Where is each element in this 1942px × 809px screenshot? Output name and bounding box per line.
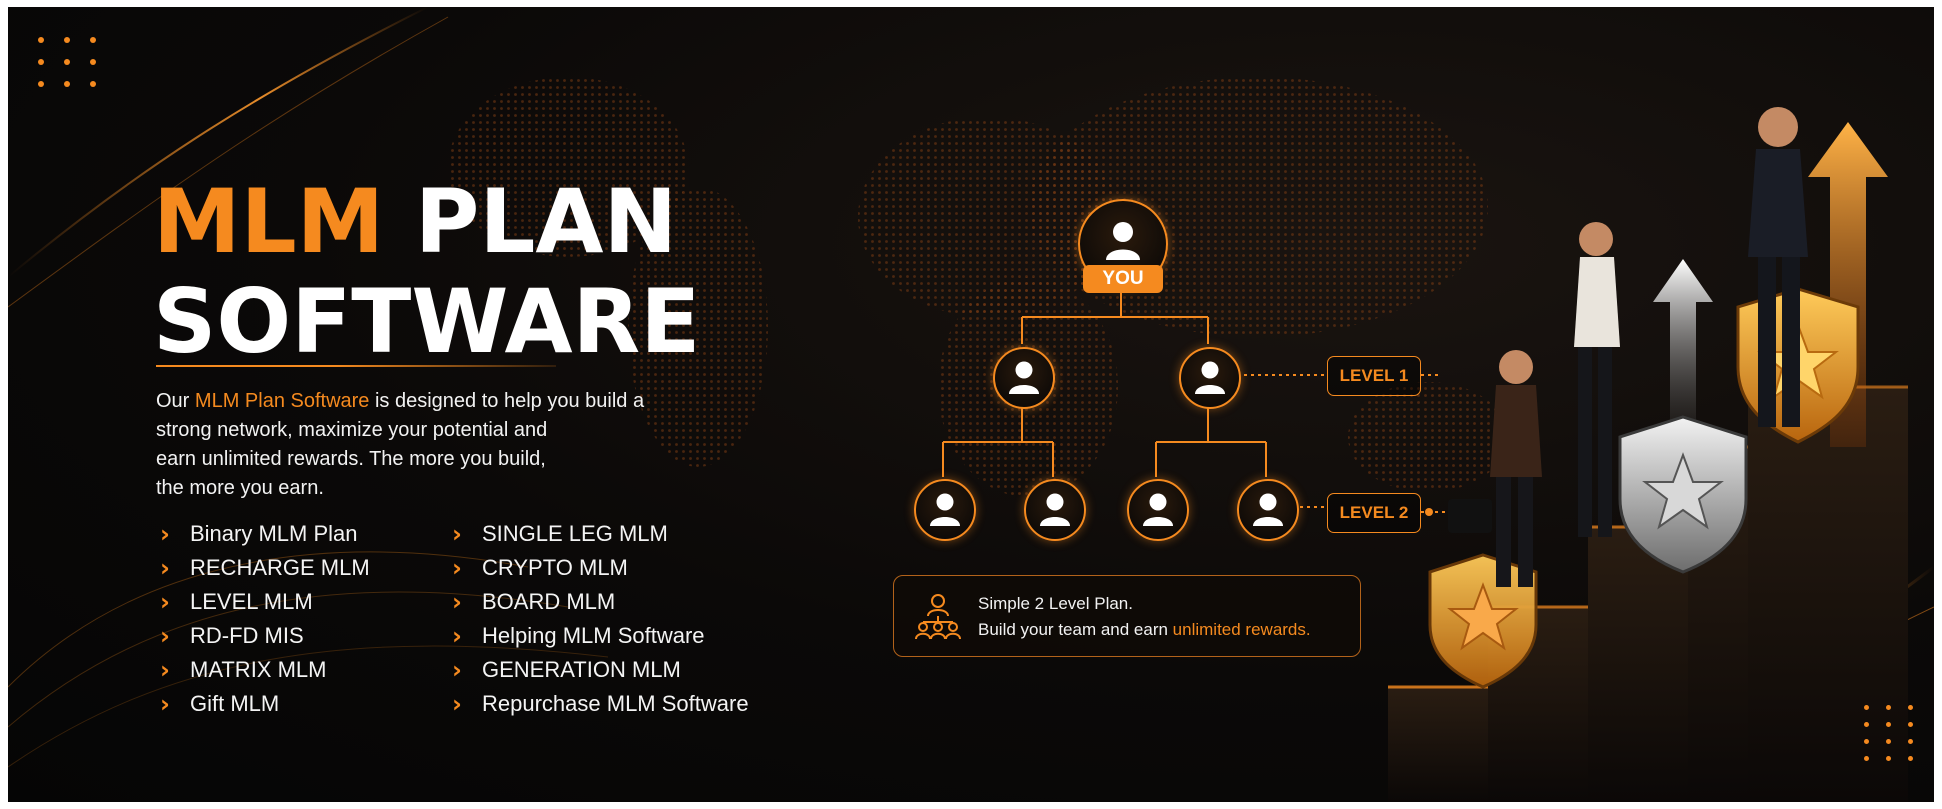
info-line2: Build your team and earn unlimited rewar… <box>978 620 1311 640</box>
chevron-right-icon: › <box>160 588 170 616</box>
tree-node-level2 <box>1024 479 1086 541</box>
plan-label: MATRIX MLM <box>190 657 327 682</box>
arrow-up-icon <box>1808 122 1888 447</box>
user-icon <box>1195 361 1225 394</box>
tree-node-level2 <box>914 479 976 541</box>
description-highlight: MLM Plan Software <box>194 390 370 412</box>
info-box: Simple 2 Level Plan. Build your team and… <box>893 575 1361 657</box>
staircase <box>1388 385 1908 802</box>
tree-connectors <box>942 293 1448 513</box>
list-item: › CRYPTO MLM <box>452 551 749 585</box>
plan-label: SINGLE LEG MLM <box>482 521 668 546</box>
list-item: › BOARD MLM <box>452 585 749 619</box>
businessman-briefcase-figure <box>1448 350 1542 587</box>
user-icon <box>1040 493 1070 526</box>
description-line2: strong network, maximize your potential … <box>156 419 548 441</box>
businessman-figure <box>1748 107 1808 427</box>
plan-label: CRYPTO MLM <box>482 555 628 580</box>
list-item: › RD-FD MIS <box>160 619 370 653</box>
title-line1: PLAN <box>414 170 678 273</box>
plan-label: BOARD MLM <box>482 589 616 614</box>
user-icon <box>1143 493 1173 526</box>
info-line1: Simple 2 Level Plan. <box>978 594 1133 613</box>
tree-node-level2 <box>1127 479 1189 541</box>
tree-node-level2 <box>1237 479 1299 541</box>
banner: MLM PLAN SOFTWARE Our MLM Plan Software … <box>8 7 1934 802</box>
chevron-right-icon: › <box>452 520 462 548</box>
chevron-right-icon: › <box>160 554 170 582</box>
user-icon <box>1253 493 1283 526</box>
bronze-shield-icon <box>1428 553 1538 689</box>
list-item: › SINGLE LEG MLM <box>452 517 749 551</box>
list-item: › MATRIX MLM <box>160 653 370 687</box>
list-item: › RECHARGE MLM <box>160 551 370 585</box>
user-icon <box>1009 361 1039 394</box>
description: Our MLM Plan Software is designed to hel… <box>156 387 716 503</box>
description-line3: earn unlimited rewards. The more you bui… <box>156 448 546 470</box>
page-title: MLM PLAN SOFTWARE <box>153 172 700 372</box>
title-accent: MLM <box>153 170 385 273</box>
list-item: › Helping MLM Software <box>452 619 749 653</box>
info-line2-highlight: unlimited rewards. <box>1172 620 1311 639</box>
list-item: › LEVEL MLM <box>160 585 370 619</box>
chevron-right-icon: › <box>160 520 170 548</box>
plan-label: RD-FD MIS <box>190 623 304 648</box>
plan-label: Repurchase MLM Software <box>482 691 749 716</box>
description-line1: is designed to help you build a <box>369 390 645 412</box>
title-line2: SOFTWARE <box>153 270 701 373</box>
description-line4: the more you earn. <box>156 477 324 499</box>
plan-label: Gift MLM <box>190 691 280 716</box>
user-icon <box>930 493 960 526</box>
plan-list-left: › Binary MLM Plan › RECHARGE MLM › LEVEL ML… <box>160 517 370 721</box>
list-item: › GENERATION MLM <box>452 653 749 687</box>
plan-label: Binary MLM Plan <box>190 521 358 546</box>
chevron-right-icon: › <box>160 656 170 684</box>
tree-node-level1 <box>1179 347 1241 409</box>
you-label: YOU <box>1083 265 1163 293</box>
chevron-right-icon: › <box>452 554 462 582</box>
title-underline <box>156 365 556 367</box>
decorative-dots <box>1864 705 1916 761</box>
arrow-up-icon <box>1653 259 1713 437</box>
decorative-dots <box>38 37 100 87</box>
chevron-right-icon: › <box>452 690 462 718</box>
chevron-right-icon: › <box>160 622 170 650</box>
plan-label: RECHARGE MLM <box>190 555 370 580</box>
plan-label: GENERATION MLM <box>482 657 681 682</box>
user-icon <box>1106 222 1140 260</box>
plan-label: LEVEL MLM <box>190 589 313 614</box>
info-line2-prefix: Build your team and earn <box>978 620 1173 639</box>
list-item: › Repurchase MLM Software <box>452 687 749 721</box>
chevron-right-icon: › <box>452 588 462 616</box>
description-prefix: Our <box>156 390 195 412</box>
level1-label: LEVEL 1 <box>1327 356 1421 396</box>
list-item: › Gift MLM <box>160 687 370 721</box>
list-item: › Binary MLM Plan <box>160 517 370 551</box>
team-icon <box>915 594 961 640</box>
plan-label: Helping MLM Software <box>482 623 705 648</box>
chevron-right-icon: › <box>452 656 462 684</box>
silver-shield-icon <box>1618 415 1748 574</box>
plan-list-right: › SINGLE LEG MLM › CRYPTO MLM › BOARD MLM ›… <box>452 517 749 721</box>
businesswoman-figure <box>1574 222 1620 537</box>
tree-node-level1 <box>993 347 1055 409</box>
chevron-right-icon: › <box>452 622 462 650</box>
level2-label: LEVEL 2 <box>1327 493 1421 533</box>
chevron-right-icon: › <box>160 690 170 718</box>
